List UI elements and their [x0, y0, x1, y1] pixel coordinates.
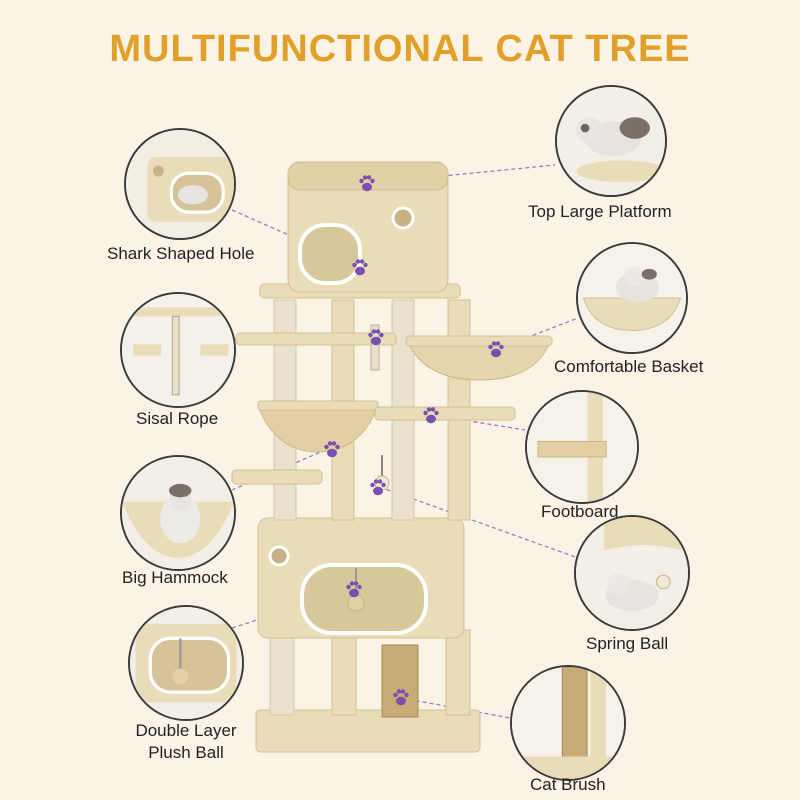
detail-hammock-photo — [120, 455, 236, 571]
feature-label-footboard: Footboard — [541, 502, 619, 521]
detail-spring-ball-photo — [574, 515, 690, 631]
feature-label-big-hammock: Big Hammock — [122, 568, 228, 587]
detail-basket-photo — [576, 242, 688, 354]
feature-label-shark-shaped-hole: Shark Shaped Hole — [107, 244, 255, 263]
feature-label-sisal-rope: Sisal Rope — [136, 409, 219, 428]
feature-label-double-layer-plush-ball: Double Layer Plush Ball — [135, 721, 237, 762]
detail-top-platform-photo — [555, 85, 667, 197]
detail-shark-hole-photo — [124, 128, 236, 240]
feature-label-cat-brush: Cat Brush — [530, 775, 606, 794]
page-title: MULTIFUNCTIONAL CAT TREE — [109, 28, 691, 70]
detail-footboard-photo — [525, 390, 639, 504]
feature-label-spring-ball: Spring Ball — [586, 634, 669, 653]
feature-label-comfortable-basket: Comfortable Basket — [554, 357, 704, 376]
detail-plush-ball-photo — [128, 605, 244, 721]
detail-sisal-rope-photo — [120, 292, 236, 408]
feature-label-top-large-platform: Top Large Platform — [528, 202, 672, 221]
detail-cat-brush-photo — [510, 665, 626, 781]
